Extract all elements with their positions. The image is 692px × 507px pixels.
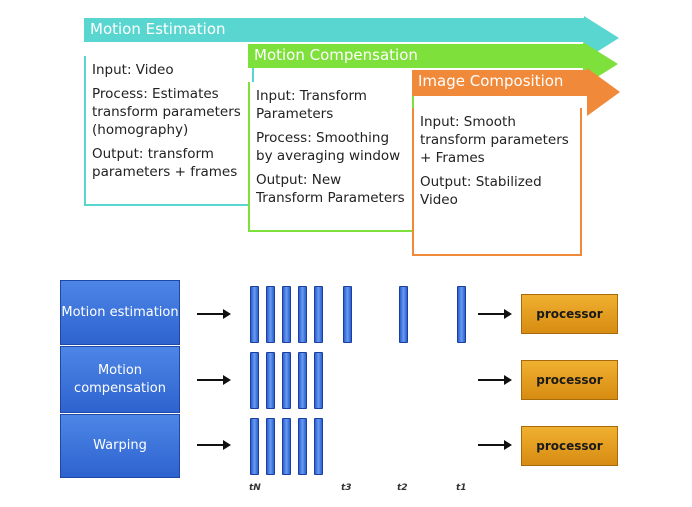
frame-bar bbox=[266, 352, 275, 409]
frame-bar-t3 bbox=[343, 286, 352, 343]
cyan-arrow-shape bbox=[84, 16, 619, 60]
stage-label-motion-compensation: Motion compensation bbox=[74, 362, 166, 396]
frame-bar bbox=[250, 286, 259, 343]
image-composition-box: Input: Smooth transform parameters + Fra… bbox=[412, 108, 582, 256]
arrow-into-queue-1 bbox=[197, 309, 231, 319]
arrow-into-queue-3 bbox=[197, 440, 231, 450]
processor-2: processor bbox=[521, 360, 618, 400]
frame-bar bbox=[314, 286, 323, 343]
processor-3: processor bbox=[521, 426, 618, 466]
frame-bar bbox=[282, 352, 291, 409]
frame-bar bbox=[282, 418, 291, 475]
processor-1: processor bbox=[521, 294, 618, 334]
green-arrow-shape bbox=[248, 42, 618, 86]
orange-arrow-shape bbox=[412, 68, 620, 116]
motion-compensation-input: Input: Transform Parameters bbox=[256, 88, 367, 122]
frame-bar bbox=[298, 352, 307, 409]
motion-compensation-output: Output: New Transform Parameters bbox=[256, 172, 405, 206]
image-composition-title: Image Composition bbox=[418, 72, 564, 90]
motion-estimation-box: Input: Video Process: Estimates transfor… bbox=[84, 56, 254, 206]
frame-bar bbox=[282, 286, 291, 343]
motion-estimation-output: Output: transform parameters + frames bbox=[92, 146, 238, 180]
frame-bar bbox=[298, 418, 307, 475]
motion-compensation-banner: Motion Compensation bbox=[248, 42, 618, 86]
arrow-to-processor-2 bbox=[478, 375, 512, 385]
image-composition-banner: Image Composition bbox=[412, 68, 620, 116]
time-label-tN: tN bbox=[249, 483, 261, 493]
processor-label: processor bbox=[536, 307, 603, 321]
arrow-into-queue-2 bbox=[197, 375, 231, 385]
frame-bar bbox=[266, 286, 275, 343]
motion-estimation-banner: Motion Estimation bbox=[84, 16, 619, 60]
frame-bar-t1 bbox=[457, 286, 466, 343]
frame-bar bbox=[314, 418, 323, 475]
stage-warping: Warping bbox=[60, 414, 180, 478]
motion-estimation-process: Process: Estimates transform parameters … bbox=[92, 86, 241, 138]
stage-motion-estimation: Motion estimation bbox=[60, 280, 180, 345]
processor-label: processor bbox=[536, 439, 603, 453]
frame-bar-t2 bbox=[399, 286, 408, 343]
arrow-to-processor-3 bbox=[478, 440, 512, 450]
image-composition-input: Input: Smooth transform parameters + Fra… bbox=[420, 114, 569, 166]
motion-estimation-input: Input: Video bbox=[92, 62, 174, 78]
image-composition-output: Output: Stabilized Video bbox=[420, 174, 542, 208]
frame-bar bbox=[266, 418, 275, 475]
time-label-t2: t2 bbox=[397, 483, 408, 493]
motion-compensation-box: Input: Transform Parameters Process: Smo… bbox=[248, 82, 414, 232]
stage-label-warping: Warping bbox=[93, 438, 147, 453]
stage-label-motion-estimation: Motion estimation bbox=[61, 304, 179, 320]
frame-bar bbox=[314, 352, 323, 409]
frame-bar bbox=[250, 418, 259, 475]
motion-estimation-title: Motion Estimation bbox=[90, 20, 226, 38]
frame-bar bbox=[298, 286, 307, 343]
arrow-to-processor-1 bbox=[478, 309, 512, 319]
motion-compensation-title: Motion Compensation bbox=[254, 46, 418, 64]
processor-label: processor bbox=[536, 373, 603, 387]
time-label-t3: t3 bbox=[341, 483, 352, 493]
stage-motion-compensation: Motion compensation bbox=[60, 346, 180, 413]
motion-compensation-process: Process: Smoothing by averaging window bbox=[256, 130, 401, 164]
time-label-t1: t1 bbox=[456, 483, 467, 493]
frame-bar bbox=[250, 352, 259, 409]
